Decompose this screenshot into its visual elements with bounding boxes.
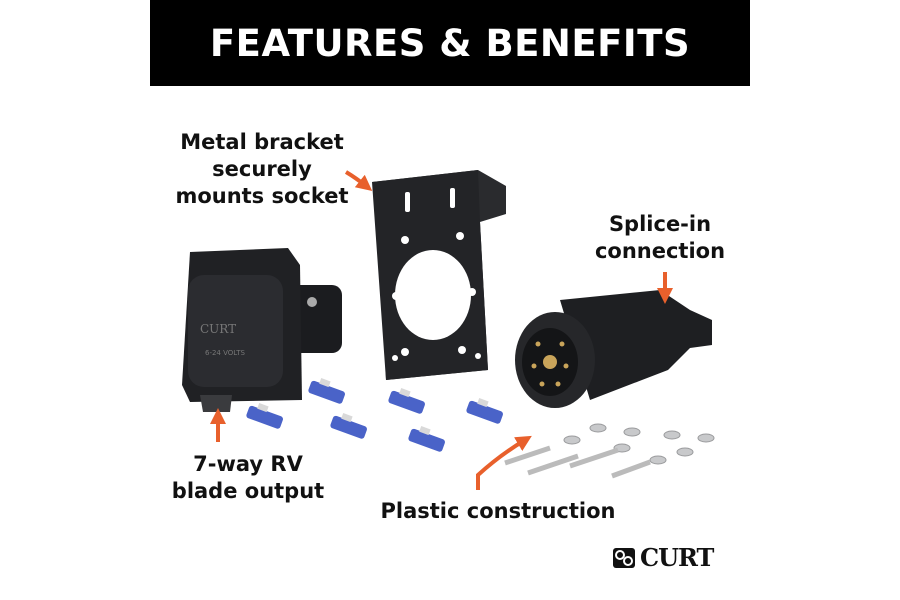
page-title: FEATURES & BENEFITS xyxy=(209,21,691,65)
callout-plastic-construction: Plastic construction xyxy=(378,498,618,525)
title-banner: FEATURES & BENEFITS xyxy=(150,0,750,86)
callout-line: mounts socket xyxy=(175,184,349,208)
callout-splice-in: Splice-in connection xyxy=(580,211,740,265)
callout-line: Splice-in xyxy=(608,212,712,236)
plastic-arrow xyxy=(476,435,532,490)
rv-socket: CURT 6-24 VOLTS xyxy=(182,248,342,412)
screws-and-washers xyxy=(504,423,715,479)
metal-bracket xyxy=(372,170,506,380)
callout-line: Plastic construction xyxy=(380,499,616,523)
rv-plug xyxy=(515,290,712,408)
callout-line: blade output xyxy=(171,479,325,503)
curt-logo-text: CURT xyxy=(640,543,714,572)
bracket-arrow xyxy=(344,170,373,191)
callout-line: Metal bracket xyxy=(180,130,344,154)
curt-emblem-icon xyxy=(613,547,635,568)
socket-voltage-marking: 6-24 VOLTS xyxy=(205,349,245,357)
callout-line: 7-way RV xyxy=(193,452,303,476)
callout-line: connection xyxy=(594,239,726,263)
splice-connectors xyxy=(246,378,503,452)
curt-logo: CURT xyxy=(612,543,714,572)
callout-line: securely xyxy=(212,157,312,181)
callout-metal-bracket: Metal bracket securely mounts socket xyxy=(162,129,362,210)
callout-arrows xyxy=(210,170,673,490)
callout-blade-output: 7-way RV blade output xyxy=(168,451,328,505)
socket-brand-marking: CURT xyxy=(200,322,236,336)
